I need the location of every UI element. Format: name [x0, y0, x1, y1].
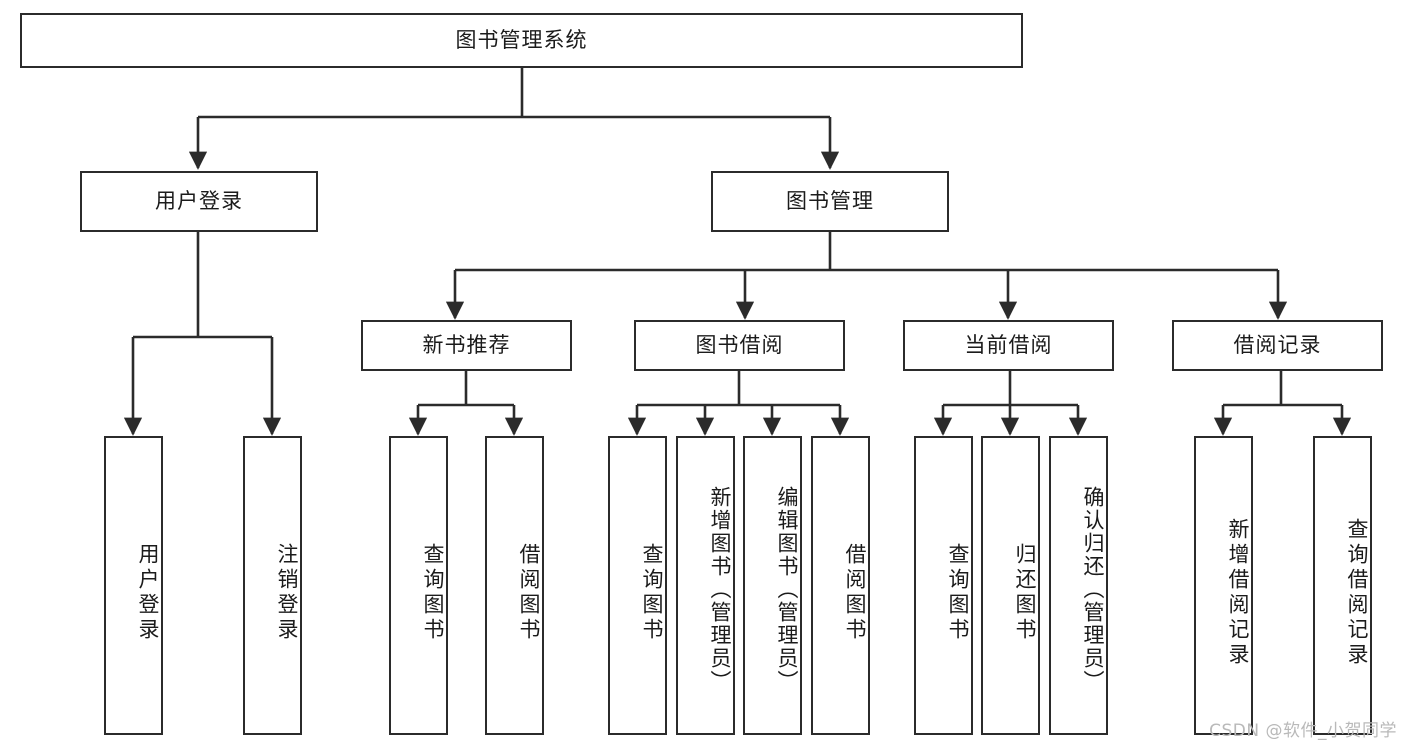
leaf-newbook-query-book-label: 查询图书 — [421, 542, 445, 643]
node-book-management[interactable]: 图书管理 — [711, 171, 949, 232]
node-user-login-label: 用户登录 — [155, 188, 243, 213]
leaf-borrow-edit-book-admin[interactable]: 编辑图书（管理员） — [743, 436, 802, 735]
node-book-borrow[interactable]: 图书借阅 — [634, 320, 845, 371]
node-current-borrow-label: 当前借阅 — [964, 332, 1053, 357]
leaf-user-login-label: 用户登录 — [136, 542, 160, 643]
node-new-book-recommend[interactable]: 新书推荐 — [361, 320, 572, 371]
leaf-borrow-edit-book-admin-label: 编辑图书（管理员） — [775, 486, 799, 693]
node-new-book-recommend-label: 新书推荐 — [422, 332, 511, 357]
leaf-record-query-record[interactable]: 查询借阅记录 — [1313, 436, 1372, 735]
leaf-record-add-record-label: 新增借阅记录 — [1226, 517, 1250, 668]
node-root-label: 图书管理系统 — [455, 27, 588, 52]
leaf-user-login[interactable]: 用户登录 — [104, 436, 163, 735]
leaf-borrow-query-book[interactable]: 查询图书 — [608, 436, 667, 735]
csdn-watermark: CSDN @软件_小贺同学 — [1209, 721, 1397, 741]
leaf-borrow-query-book-label: 查询图书 — [640, 542, 664, 643]
leaf-borrow-add-book-admin[interactable]: 新增图书（管理员） — [676, 436, 735, 735]
node-root-book-management-system[interactable]: 图书管理系统 — [20, 13, 1023, 68]
leaf-current-query-book-label: 查询图书 — [946, 542, 970, 643]
leaf-borrow-add-book-admin-label: 新增图书（管理员） — [708, 486, 732, 693]
leaf-borrow-borrow-book[interactable]: 借阅图书 — [811, 436, 870, 735]
leaf-logout-label: 注销登录 — [275, 542, 299, 643]
leaf-newbook-query-book[interactable]: 查询图书 — [389, 436, 448, 735]
leaf-newbook-borrow-book-label: 借阅图书 — [517, 542, 541, 643]
node-borrow-record-label: 借阅记录 — [1233, 332, 1322, 357]
leaf-current-return-book[interactable]: 归还图书 — [981, 436, 1040, 735]
leaf-current-query-book[interactable]: 查询图书 — [914, 436, 973, 735]
node-book-management-label: 图书管理 — [786, 188, 874, 213]
node-user-login[interactable]: 用户登录 — [80, 171, 318, 232]
leaf-current-confirm-return-admin-label: 确认归还（管理员） — [1081, 486, 1105, 693]
node-current-borrow[interactable]: 当前借阅 — [903, 320, 1114, 371]
leaf-current-confirm-return-admin[interactable]: 确认归还（管理员） — [1049, 436, 1108, 735]
node-borrow-record[interactable]: 借阅记录 — [1172, 320, 1383, 371]
leaf-record-add-record[interactable]: 新增借阅记录 — [1194, 436, 1253, 735]
leaf-logout[interactable]: 注销登录 — [243, 436, 302, 735]
leaf-record-query-record-label: 查询借阅记录 — [1345, 517, 1369, 668]
leaf-newbook-borrow-book[interactable]: 借阅图书 — [485, 436, 544, 735]
leaf-current-return-book-label: 归还图书 — [1013, 542, 1037, 643]
leaf-borrow-borrow-book-label: 借阅图书 — [843, 542, 867, 643]
node-book-borrow-label: 图书借阅 — [695, 332, 784, 357]
